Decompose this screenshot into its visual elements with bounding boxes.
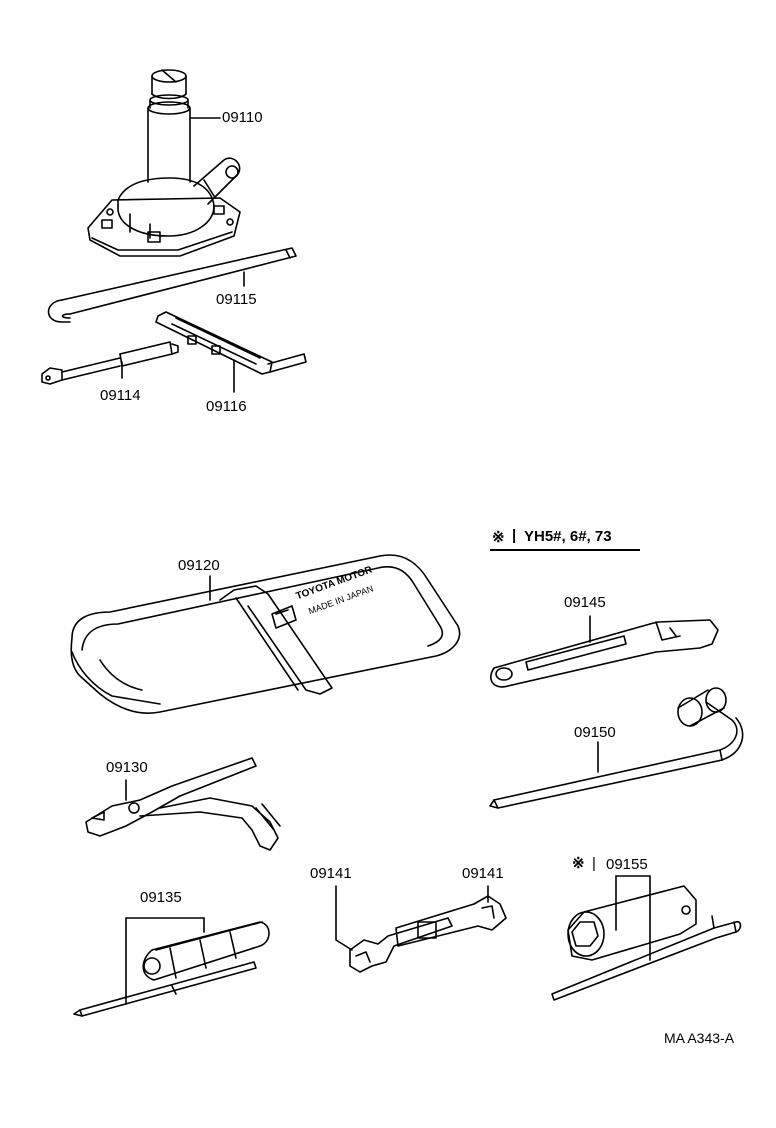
plug-wrench-drawing (551, 875, 742, 1001)
part-label-pliers: 09130 (106, 759, 148, 776)
part-label-jack-handle: 09115 (216, 291, 257, 308)
part-label-wrench-right: 09141 (462, 865, 504, 882)
applicability-text: YH5#, 6#, 73 (524, 528, 612, 545)
plug-wrench-mark: ※ (572, 855, 585, 872)
part-label-wrench-left: 09141 (310, 865, 352, 882)
applicability-bracket: | (512, 527, 517, 544)
part-label-wheel-nut-wrench: 09150 (574, 724, 616, 741)
part-label-handle-bar: 09116 (206, 398, 247, 415)
jack-handle-drawing (47, 247, 297, 323)
part-label-screwdriver: 09135 (140, 889, 182, 906)
screwdriver-drawing (73, 917, 270, 1017)
tool-bag-drawing (70, 554, 461, 714)
adjustable-wrench-drawing (490, 615, 719, 688)
part-label-plug-wrench: 09155 (606, 856, 648, 873)
applicability-underline (490, 549, 640, 551)
wrenches-drawing (335, 885, 507, 973)
part-label-jack: 09110 (222, 109, 263, 126)
part-label-tool-bag: 09120 (178, 557, 220, 574)
part-label-handle-extension: 09114 (100, 387, 141, 404)
handle-bar-drawing (155, 311, 307, 393)
wheel-nut-wrench-drawing (489, 687, 744, 809)
handle-extension-drawing (41, 341, 179, 385)
applicability-mark: ※ (492, 529, 505, 546)
pliers-drawing (85, 757, 281, 851)
figure-code: MA A343-A (664, 1030, 735, 1046)
plug-wrench-bracket: | (592, 855, 596, 872)
part-label-adjustable-wrench: 09145 (564, 594, 606, 611)
jack-drawing (87, 69, 241, 257)
